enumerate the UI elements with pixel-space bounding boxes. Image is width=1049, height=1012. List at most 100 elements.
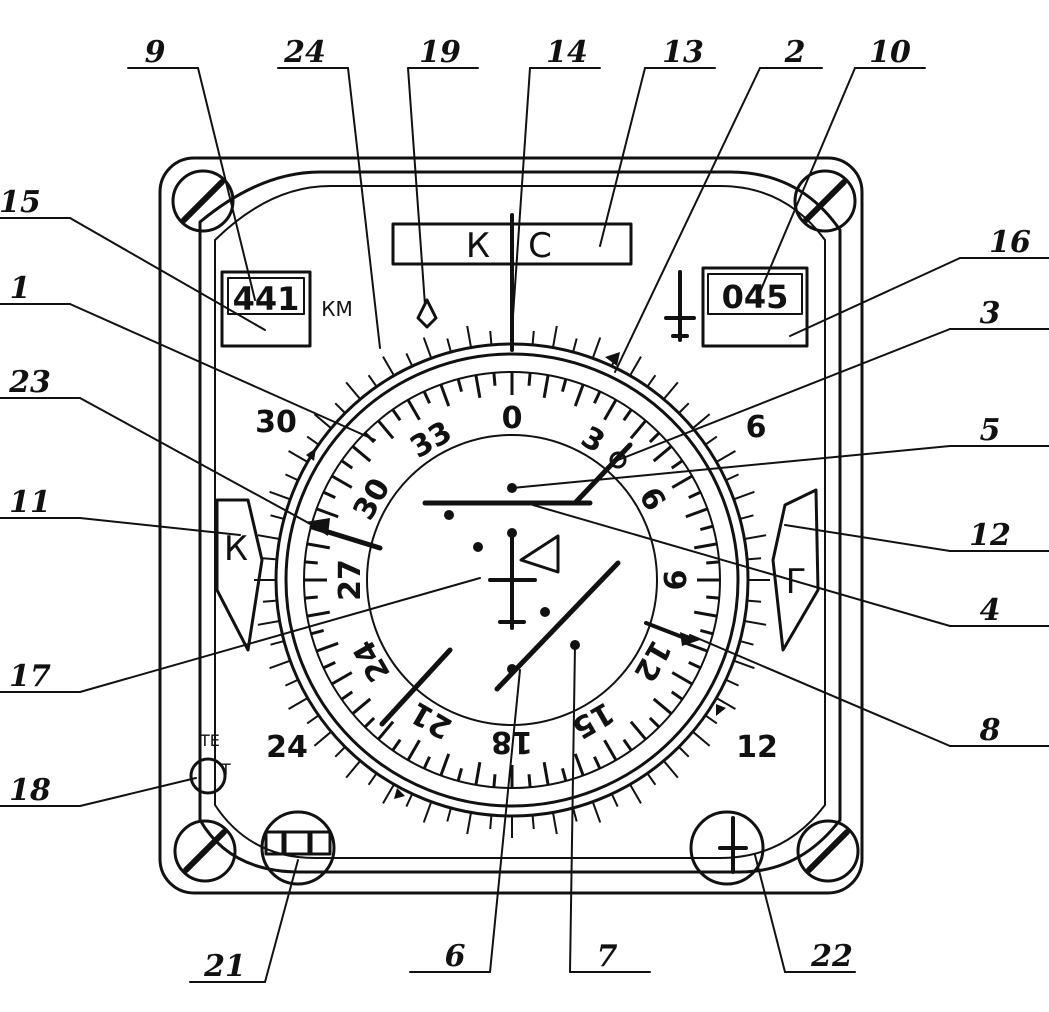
inner-tick — [422, 756, 431, 770]
outer-tick — [334, 402, 346, 414]
callout-leader-21 — [264, 859, 299, 983]
inner-tick — [316, 507, 339, 519]
outer-tick — [733, 490, 755, 501]
aircraft-symbol-icon — [664, 270, 696, 342]
outer-tick — [646, 374, 657, 388]
course-digits: 045 — [722, 278, 789, 316]
inner-tick — [492, 372, 497, 386]
outer-ring-inner — [284, 352, 740, 808]
callout-leader-14 — [511, 67, 531, 331]
inner-tick — [406, 399, 421, 421]
inner-tick — [573, 384, 585, 407]
right-flag-outline — [771, 488, 820, 652]
inner-tick — [322, 490, 336, 499]
callout-leader-2 — [614, 67, 761, 373]
callout-number-18: 18 — [9, 773, 51, 808]
inner-tick — [593, 756, 602, 770]
course-pointer-pivot — [609, 451, 627, 469]
callout-number-12: 12 — [969, 518, 1011, 553]
callout-number-13: 13 — [662, 35, 704, 70]
to-from-pointer-head — [680, 632, 700, 646]
test-button-circle[interactable] — [189, 757, 227, 795]
outer-tick — [531, 815, 535, 830]
outer-tick — [646, 772, 657, 786]
callout-leader-23 — [79, 397, 326, 533]
outer-tick — [715, 697, 736, 710]
inner-tick — [391, 738, 402, 752]
callout-leader-16 — [789, 257, 961, 337]
callout-leader-1 — [69, 303, 376, 441]
range-knob[interactable] — [260, 810, 336, 886]
slotted-screw-icon — [173, 819, 237, 883]
outer-tick — [269, 659, 291, 670]
outer-tick — [744, 534, 767, 541]
outer-tick — [446, 807, 452, 822]
inner-tick — [685, 641, 708, 653]
left-flag-outline — [215, 498, 264, 652]
inner-tick — [670, 459, 684, 470]
outer-tick — [262, 557, 277, 561]
course-deviation-bar — [494, 560, 621, 692]
outer-tick — [744, 619, 767, 626]
outer-tick — [489, 330, 493, 345]
outer-tick — [313, 413, 332, 430]
outer-tick — [704, 435, 718, 446]
outer-label-12: 12 — [736, 730, 778, 765]
inner-tick — [391, 408, 402, 422]
outer-tick — [739, 640, 754, 646]
to-from-triangle — [519, 534, 560, 574]
inner-tick — [322, 661, 336, 670]
outer-tick — [306, 714, 320, 725]
callout-leader-9 — [197, 67, 256, 301]
inner-tick — [331, 474, 353, 489]
course-bug — [416, 298, 438, 329]
inner-tick — [593, 390, 602, 404]
inner-tick — [685, 507, 708, 519]
inner-label-27: 27 — [333, 559, 368, 601]
outer-tick — [466, 812, 473, 835]
inner-tick — [377, 419, 395, 440]
inner-tick — [304, 560, 318, 565]
callout-leader-19 — [407, 67, 426, 306]
callout-number-2: 2 — [784, 35, 806, 70]
outer-tick — [678, 402, 690, 414]
outer-tick — [715, 450, 736, 463]
aircraft-knob-icon[interactable] — [689, 810, 765, 886]
outer-tick — [306, 435, 320, 446]
outer-label-6: 6 — [746, 410, 767, 445]
inner-label-33: 33 — [404, 415, 458, 466]
callout-leader-6 — [489, 669, 521, 973]
inner-tick — [422, 390, 431, 404]
housing-inner-outline-2 — [214, 185, 826, 859]
callout-leader-12 — [784, 524, 951, 552]
distance-counter-window — [227, 277, 305, 315]
callout-leader-8 — [689, 634, 951, 747]
outer-tick — [288, 450, 309, 463]
callout-leader-5 — [511, 445, 951, 489]
callout-number-9: 9 — [145, 35, 166, 70]
outer-tick — [610, 793, 619, 807]
test-button[interactable]: ТЕ Т — [189, 731, 231, 795]
outer-tick — [313, 730, 332, 747]
outer-tick — [422, 801, 433, 823]
inner-tick — [671, 671, 693, 686]
outer-tick — [692, 730, 711, 747]
course-bar-tail — [379, 647, 453, 727]
callout-number-17: 17 — [9, 659, 51, 694]
housing-inner-outline — [198, 170, 842, 874]
inner-tick — [648, 716, 661, 729]
outer-tick — [704, 714, 718, 725]
outer-tick — [531, 330, 535, 345]
outer-tick — [405, 353, 414, 367]
inner-tick — [622, 738, 633, 752]
inner-tick — [706, 560, 720, 565]
callout-number-14: 14 — [546, 35, 588, 70]
range-knob-icon[interactable] — [260, 810, 336, 886]
outer-tick — [257, 534, 280, 541]
inner-tick — [331, 671, 353, 686]
aircraft-knob[interactable] — [689, 810, 765, 886]
outer-tick — [629, 783, 642, 804]
mode-window-right-letter: С — [528, 226, 552, 266]
outer-tick — [466, 325, 473, 348]
